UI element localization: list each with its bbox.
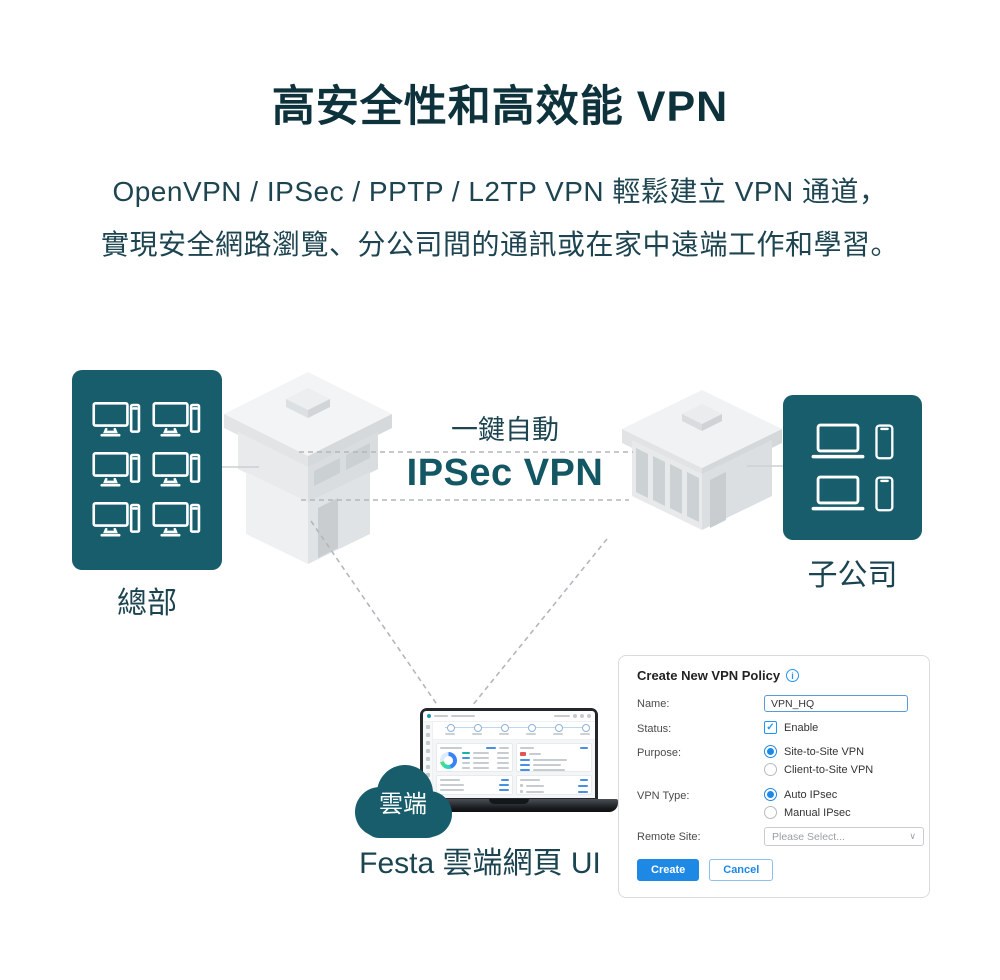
desktop-computer-icon: [92, 501, 141, 537]
branch-building-illustration: [622, 390, 782, 530]
panel-title: Create New VPN Policy: [637, 668, 781, 683]
radio-manual-ipsec[interactable]: [764, 806, 777, 819]
info-icon[interactable]: i: [786, 669, 800, 682]
dashboard-alerts-card: [515, 743, 592, 773]
vpn-type-label: VPN Type:: [637, 790, 690, 802]
create-vpn-policy-panel: Create New VPN Policy i Name: Status: ✓ …: [618, 655, 930, 898]
laptop-notch: [489, 799, 529, 804]
radio-auto-ipsec-label: Auto IPsec: [784, 788, 838, 801]
desktop-computer-icon: [92, 401, 141, 437]
hq-devices-grid: [92, 401, 202, 539]
remote-site-select[interactable]: Please Select... ∨: [764, 827, 924, 846]
chevron-down-icon: ∨: [909, 831, 916, 841]
create-button[interactable]: Create: [637, 859, 700, 881]
smartphone-icon: [875, 475, 894, 511]
subtitle-line-1: OpenVPN / IPSec / PPTP / L2TP VPN 輕鬆建立 V…: [112, 176, 888, 207]
laptop-icon: [811, 475, 865, 510]
enable-checkbox[interactable]: ✓: [764, 721, 777, 734]
tunnel-name: IPSec VPN: [406, 452, 604, 494]
branch-devices-grid: [811, 423, 894, 513]
cloud-icon: [355, 765, 452, 838]
cloud-label: 雲端: [379, 791, 427, 818]
name-input[interactable]: [764, 695, 908, 712]
dashboard-sidebar: [423, 722, 433, 798]
tunnel-tagline: 一鍵自動: [451, 415, 559, 445]
purpose-label: Purpose:: [637, 747, 682, 759]
radio-client-to-site[interactable]: [764, 763, 777, 776]
cancel-button[interactable]: Cancel: [709, 859, 774, 881]
name-label: Name:: [637, 698, 670, 710]
desktop-computer-icon: [152, 401, 201, 437]
hq-building-illustration: [224, 372, 392, 564]
radio-manual-ipsec-label: Manual IPsec: [784, 806, 851, 819]
panel-title-row: Create New VPN Policy i: [637, 668, 800, 683]
donut-chart: [440, 752, 457, 769]
laptop-screen-dashboard: [423, 711, 595, 798]
remote-site-placeholder: Please Select...: [772, 830, 845, 843]
laptop-icon: [811, 423, 865, 458]
subtitle-line-2: 實現安全網路瀏覽、分公司間的通訊或在家中遠端工作和學習。: [100, 228, 899, 260]
dashboard-list-card: [436, 775, 513, 795]
dashboard-donut-card: [436, 743, 513, 773]
radio-site-to-site[interactable]: [764, 745, 777, 758]
smartphone-icon: [875, 423, 894, 459]
radio-client-to-site-label: Client-to-Site VPN: [784, 763, 874, 776]
radio-site-to-site-label: Site-to-Site VPN: [784, 745, 865, 758]
radio-auto-ipsec[interactable]: [764, 788, 777, 801]
hq-devices-box: [72, 370, 222, 570]
dashboard-stepper: [433, 722, 595, 740]
laptop-illustration: [420, 708, 598, 800]
branch-devices-box: [783, 395, 922, 540]
status-label: Status:: [637, 723, 672, 735]
desktop-computer-icon: [92, 451, 141, 487]
remote-site-label: Remote Site:: [637, 831, 701, 843]
desktop-computer-icon: [152, 451, 201, 487]
laptop-base: [400, 799, 618, 812]
hq-label: 總部: [117, 587, 177, 620]
branch-label: 子公司: [807, 559, 898, 592]
page-title: 高安全性和高效能 VPN: [271, 83, 729, 131]
page-subtitle: OpenVPN / IPSec / PPTP / L2TP VPN 輕鬆建立 V…: [0, 166, 1000, 271]
dashboard-table-card: [515, 775, 592, 795]
laptop-caption: Festa 雲端網頁 UI: [359, 847, 601, 880]
enable-checkbox-label: Enable: [784, 721, 819, 734]
desktop-computer-icon: [152, 501, 201, 537]
